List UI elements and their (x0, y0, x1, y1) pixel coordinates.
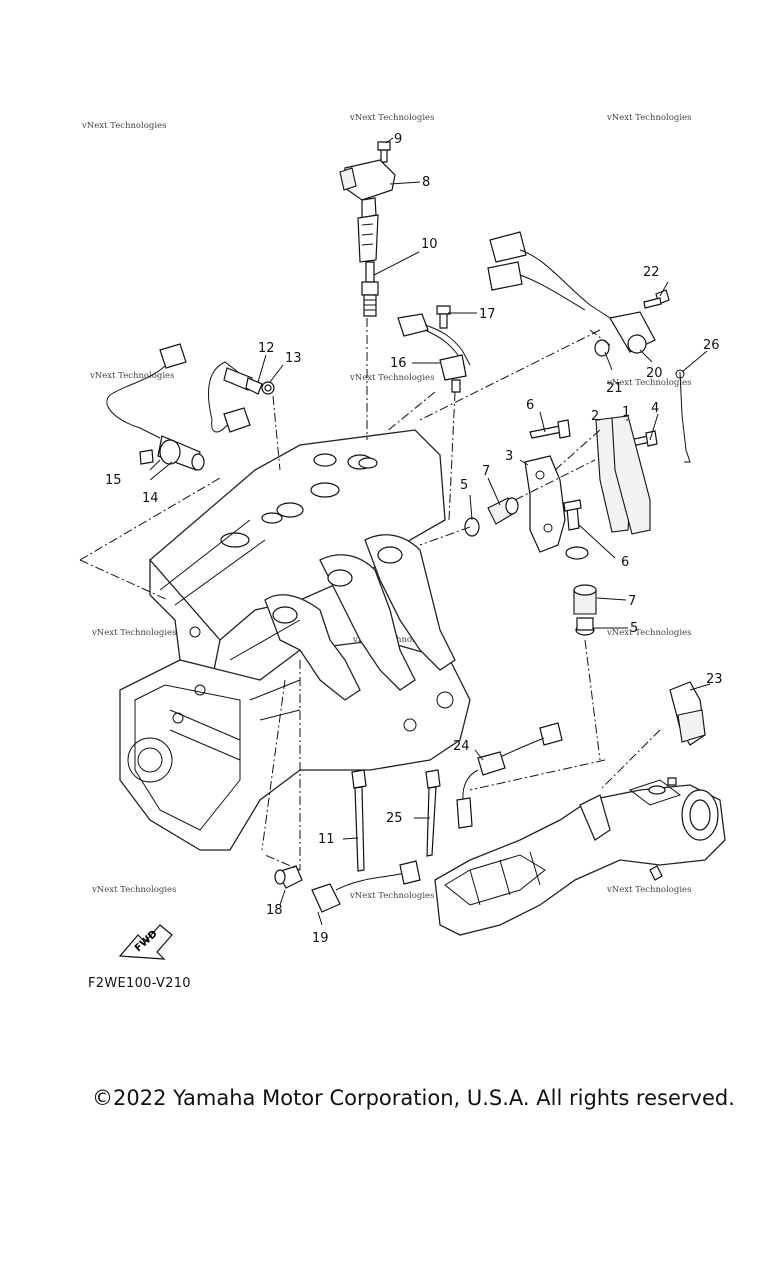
watermark: vNext Technologies (91, 628, 176, 638)
callout-12: 12 (258, 341, 275, 356)
part-5-collar (464, 517, 480, 537)
part-1-cover (611, 415, 651, 535)
diagram-code: F2WE100-V210 (88, 976, 191, 991)
watermark: vNext Technologies (606, 628, 691, 638)
watermark: vNext Technologies (606, 885, 691, 895)
part-8-ignition-coil (339, 159, 396, 263)
callouts: 9 8 10 17 16 12 13 15 14 22 26 20 21 6 2… (105, 132, 723, 946)
callout-2: 2 (591, 409, 599, 424)
callout-22: 22 (643, 265, 660, 280)
part-7-grommet (487, 497, 519, 525)
callout-5: 5 (460, 478, 468, 493)
part-16-sensor (397, 313, 471, 393)
callout-17: 17 (479, 307, 496, 322)
part-26-clip (675, 369, 691, 463)
callout-15: 15 (105, 473, 122, 488)
callout-7: 7 (482, 464, 490, 479)
callout-18: 18 (266, 903, 283, 918)
part-11-cable-tie (351, 769, 367, 872)
part-9-bolt (377, 141, 391, 163)
part-15-bolt (139, 449, 154, 465)
callout-9: 9 (394, 132, 402, 147)
part-13-gasket (261, 381, 275, 395)
callout-20: 20 (646, 366, 663, 381)
part-6-bolt (529, 419, 571, 439)
exhaust-manifold (434, 777, 726, 936)
watermark: vNext Technologies (606, 378, 691, 388)
part-5-collar (575, 617, 595, 636)
wire-harness (487, 231, 611, 319)
callout-6: 6 (621, 555, 629, 570)
watermark: vNext Technologies (91, 885, 176, 895)
callout-1: 1 (622, 405, 630, 420)
watermark: vNext Technologies (349, 373, 434, 383)
part-25-cable-tie (425, 769, 441, 857)
callout-3: 3 (505, 449, 513, 464)
engine-block (119, 429, 471, 851)
callout-5: 5 (630, 621, 638, 636)
callout-8: 8 (422, 175, 430, 190)
watermark: vNext Technologies (349, 113, 434, 123)
callout-25: 25 (386, 811, 403, 826)
part-22-bolt (643, 289, 670, 309)
callout-14: 14 (142, 491, 159, 506)
part-18-sensor (274, 865, 303, 889)
part-17-bolt (436, 305, 451, 329)
callout-23: 23 (706, 672, 723, 687)
callout-21: 21 (606, 381, 623, 396)
callout-4: 4 (651, 401, 659, 416)
callout-10: 10 (421, 237, 438, 252)
part-7-grommet (573, 584, 597, 615)
part-24-sensor (456, 722, 563, 829)
callout-16: 16 (390, 356, 407, 371)
part-14-sensor (106, 343, 205, 471)
copyright-notice: ©2022 Yamaha Motor Corporation, U.S.A. A… (92, 1086, 735, 1110)
part-20-sensor (609, 311, 656, 354)
callout-26: 26 (703, 338, 720, 353)
watermark: vNext Technologies (89, 371, 174, 381)
assembly-lines (79, 318, 661, 871)
watermark: vNext Technologies (81, 121, 166, 131)
callout-19: 19 (312, 931, 329, 946)
watermark: vNext Technologies (349, 891, 434, 901)
callout-7: 7 (628, 594, 636, 609)
callout-6: 6 (526, 398, 534, 413)
fwd-arrow-icon: FWD (118, 924, 173, 960)
part-10-spark-plug (361, 261, 379, 317)
callout-13: 13 (285, 351, 302, 366)
callout-11: 11 (318, 832, 335, 847)
callout-24: 24 (453, 739, 470, 754)
part-6-bolt (563, 499, 582, 531)
part-3-bracket (524, 455, 589, 560)
part-12-sensor (207, 361, 263, 433)
part-19-knock-sensor (311, 860, 421, 913)
leader-lines (149, 137, 711, 926)
part-23-clip (669, 681, 706, 746)
watermark: vNext Technologies (606, 113, 691, 123)
